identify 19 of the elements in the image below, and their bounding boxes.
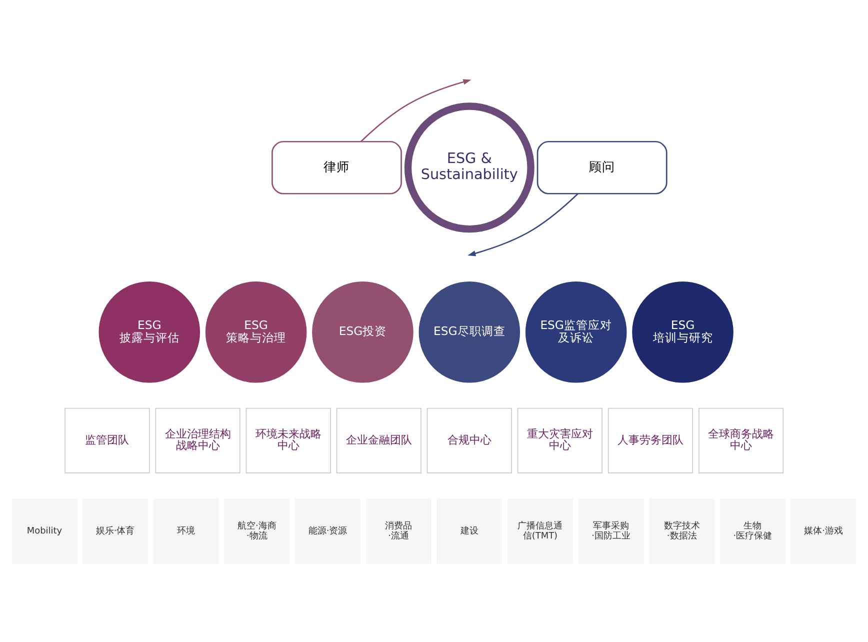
arrow: [468, 192, 578, 256]
node-circle: ESG尽职调查: [418, 280, 520, 382]
node-box: 顾问: [536, 140, 668, 194]
node-box: 合规中心: [426, 407, 512, 473]
node-circle: ESG 培训与研究: [632, 280, 734, 382]
node-circle: ESG监管应对及诉讼: [525, 280, 627, 382]
arrow: [360, 78, 472, 142]
node-circle: ESG & Sustainability: [404, 102, 534, 232]
node-box: 人事劳务团队: [608, 407, 694, 473]
node-box: 监管团队: [64, 407, 150, 473]
node-box: 环境未来战略中心: [246, 407, 331, 473]
node-box: 全球商务战略中心: [698, 407, 784, 473]
node-box: 重大灾害应对中心: [517, 407, 603, 473]
node-circle: ESG投资: [312, 280, 414, 382]
node-box: 律师: [272, 140, 402, 194]
node-box: 企业治理结构战略中心: [155, 407, 240, 473]
node-circle: ESG 披露与评估: [98, 280, 200, 382]
node-box: 企业金融团队: [336, 407, 422, 473]
node-circle: ESG 策略与治理: [205, 280, 307, 382]
